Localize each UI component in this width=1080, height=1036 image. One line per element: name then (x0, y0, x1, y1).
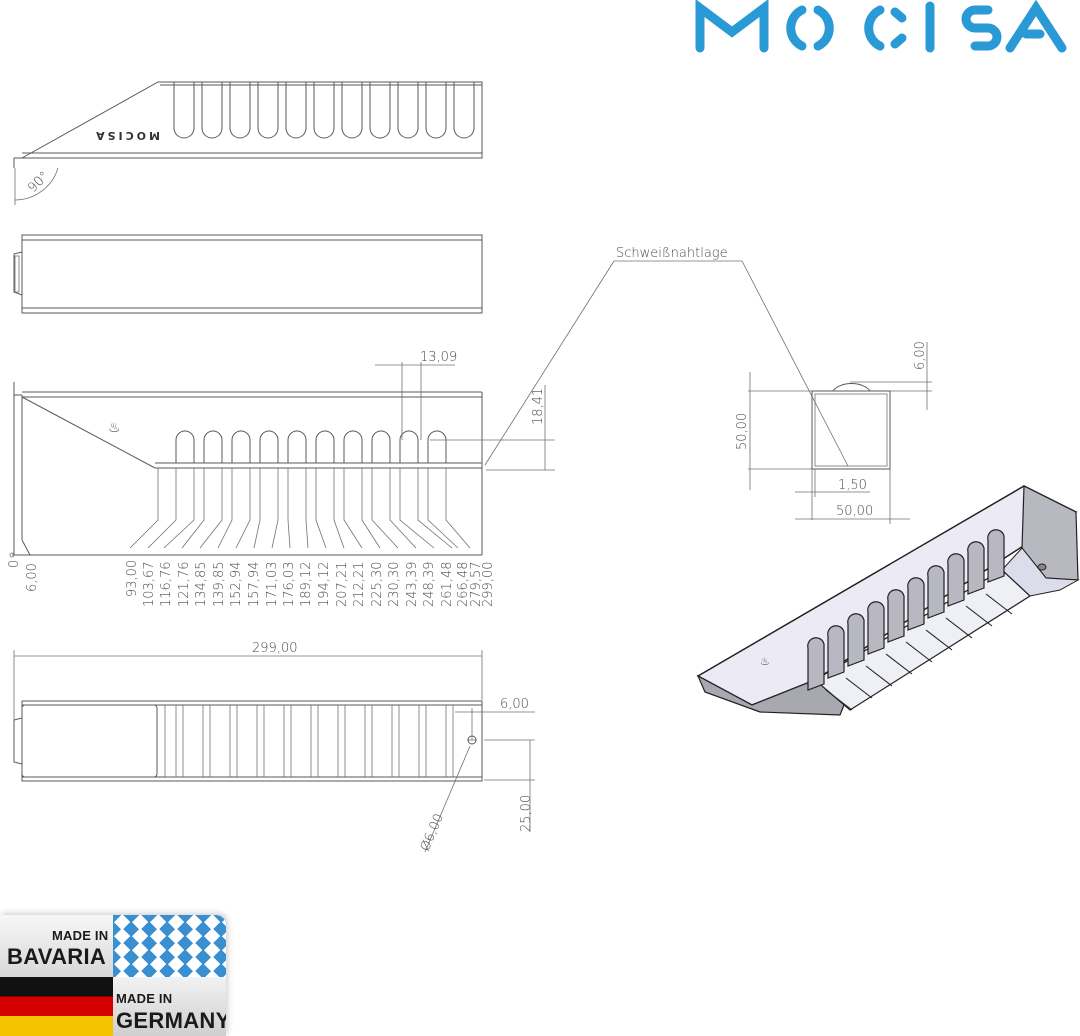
svg-text:134,85: 134,85 (194, 562, 209, 608)
bavaria-text-panel (0, 915, 113, 977)
front-view: ♨ 13,09 18,41 0 6,00 (7, 350, 555, 607)
brand-logo (690, 0, 1070, 60)
mocisa-logo-icon (695, 0, 1067, 53)
svg-text:176,03: 176,03 (282, 562, 297, 608)
angle-label: 90° (25, 169, 52, 196)
profile-view (13, 234, 483, 314)
dim-wall-thickness: 1,50 (838, 478, 867, 493)
svg-text:243,39: 243,39 (405, 562, 420, 608)
svg-text:157,94: 157,94 (247, 562, 262, 608)
dim-hole-offset-x: 6,00 (500, 697, 529, 712)
germany-text-panel (113, 977, 226, 1036)
svg-text:279,57: 279,57 (469, 562, 484, 608)
dim-section-width: 50,00 (836, 504, 873, 519)
svg-text:266,48: 266,48 (456, 562, 471, 608)
svg-text:225,30: 225,30 (370, 562, 385, 608)
svg-text:103,67: 103,67 (142, 562, 157, 608)
bavaria-flag-icon (113, 915, 226, 977)
svg-text:189,12: 189,12 (299, 562, 314, 608)
dim-hole-diameter: Ø6,00 (418, 812, 447, 854)
flame-icon-iso: ♨ (760, 655, 770, 668)
dim-hole-offset-y: 25,00 (519, 795, 534, 832)
svg-text:152,94: 152,94 (229, 562, 244, 608)
bavaria-label: BAVARIA (7, 944, 107, 969)
svg-text:6,00: 6,00 (25, 563, 40, 592)
svg-text:230,30: 230,30 (387, 562, 402, 608)
svg-text:212,21: 212,21 (352, 562, 367, 608)
svg-text:261,48: 261,48 (440, 562, 455, 608)
dim-weld-height: 6,00 (913, 341, 928, 370)
svg-text:248,39: 248,39 (422, 562, 437, 608)
made-in-label-2: MADE IN (116, 991, 173, 1006)
svg-text:207,21: 207,21 (335, 562, 350, 608)
dim-total-length: 299,00 (252, 641, 298, 656)
svg-text:139,85: 139,85 (212, 562, 227, 608)
flame-icon: ♨ (108, 420, 121, 436)
germany-label: GERMANY (116, 1008, 226, 1033)
top-view: 299,00 6,00 25,00 (13, 641, 535, 854)
dim-slot-depth: 18,41 (531, 388, 546, 425)
side-view: MOCISA 90° (13, 81, 483, 205)
engraved-logo-text: MOCISA (93, 129, 160, 142)
isometric-view: ♨ (696, 485, 1080, 716)
svg-text:171,03: 171,03 (265, 562, 280, 608)
section-view: Schweißnahtlage 50,00 6,00 1,50 50,00 (484, 246, 932, 524)
svg-text:93,00: 93,00 (125, 560, 140, 597)
svg-text:121,76: 121,76 (177, 562, 192, 608)
made-in-badge: MADE IN BAVARIA MADE IN GERMANY (0, 915, 226, 1036)
made-in-label-1: MADE IN (52, 928, 109, 943)
ordinate-labels: 6,00 93,00 103,67 116,76 121,76 134,85 1… (25, 560, 496, 607)
weld-label: Schweißnahtlage (616, 246, 728, 261)
dim-section-height: 50,00 (735, 413, 750, 450)
svg-text:299,00: 299,00 (481, 562, 496, 608)
svg-text:116,76: 116,76 (159, 562, 174, 608)
dim-slot-width: 13,09 (420, 350, 457, 365)
svg-text:194,12: 194,12 (317, 562, 332, 608)
ordinate-zero: 0 (7, 560, 22, 568)
germany-flag-icon (0, 977, 113, 1036)
